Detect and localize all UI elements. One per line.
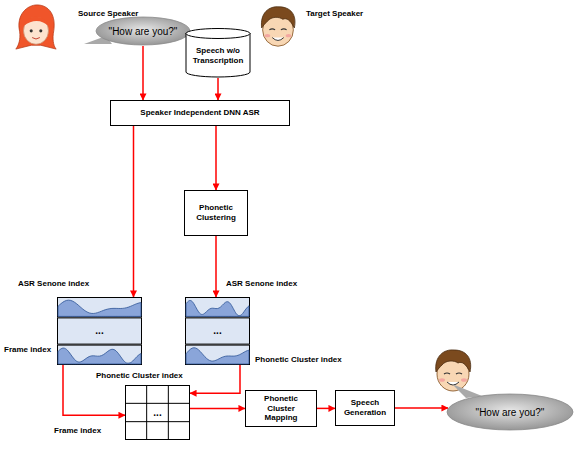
text-wrap: "How are you?" [109, 26, 178, 37]
process-box: Phonetic Cluster Mapping [245, 390, 317, 427]
posterior-curve [186, 348, 249, 364]
axis-label: Frame index [54, 427, 101, 436]
node-text: Phonetic Clustering [189, 203, 243, 222]
flow-arrow [190, 365, 240, 393]
flow-arrow [217, 78, 219, 100]
axis-label: ASR Senone index [226, 280, 297, 289]
cylinder-body [186, 33, 250, 77]
text-wrap: ... [153, 408, 161, 418]
node-text: ... [153, 408, 161, 418]
node-text: Speech Generation [340, 398, 390, 417]
speech-bubble: "How are you?" [446, 393, 574, 431]
bubble-shape [447, 394, 573, 430]
text-wrap: Speech Generation [340, 398, 390, 417]
node-text: ... [213, 326, 221, 336]
process-box: Speaker Independent DNN ASR [110, 100, 290, 126]
database-cylinder: Speech w/o Transcription [185, 28, 251, 78]
bubble-tail [452, 384, 482, 398]
node-text: Phonetic Cluster Mapping [250, 394, 312, 423]
axis-label: Target Speaker [306, 10, 363, 19]
node-text: Speech w/o Transcription [189, 46, 247, 65]
frame-panel [186, 298, 250, 317]
text-wrap: ... [95, 326, 103, 336]
feature-stack: ... [57, 297, 142, 365]
text-wrap: Speaker Independent DNN ASR [140, 108, 259, 118]
axis-label: Frame index [4, 346, 51, 355]
flow-arrow [190, 408, 245, 410]
frame-panel [186, 345, 250, 364]
source-speaker-icon [16, 5, 56, 49]
text-wrap: Speech w/o Transcription [189, 46, 247, 65]
grid-line [125, 403, 190, 404]
process-box: Phonetic Clustering [184, 190, 248, 236]
flow-arrow [142, 46, 144, 100]
text-wrap: "How are you?" [476, 407, 545, 418]
target-speaker-icon [261, 7, 295, 46]
text-wrap: ... [213, 326, 221, 336]
grid-frame [126, 386, 190, 440]
flow-arrow [215, 236, 217, 297]
flow-arrow [317, 408, 335, 410]
posterior-curve [58, 348, 141, 364]
text-wrap: Phonetic Clustering [189, 203, 243, 222]
cylinder-top [186, 29, 250, 39]
node-text: "How are you?" [476, 407, 545, 418]
node-text: ... [95, 326, 103, 336]
process-box: Speech Generation [335, 390, 395, 426]
axis-label: Phonetic Cluster index [255, 356, 342, 365]
axis-label: ASR Senone index [18, 280, 89, 289]
flow-arrow [395, 407, 448, 409]
bubble-shape [96, 17, 190, 45]
frame-panel [58, 298, 142, 317]
axis-label: Phonetic Cluster index [96, 372, 183, 381]
grid-line [168, 385, 169, 440]
node-text: Speaker Independent DNN ASR [140, 108, 259, 118]
feature-stack: ... [185, 297, 250, 365]
node-text: "How are you?" [109, 26, 178, 37]
frame-panel [186, 318, 250, 344]
frame-panel [58, 318, 142, 344]
axis-label: Source Speaker [78, 10, 138, 19]
text-wrap: Phonetic Cluster Mapping [250, 394, 312, 423]
posterior-curve [58, 300, 141, 316]
posterior-curve [186, 300, 249, 316]
grid-line [146, 385, 147, 440]
flow-arrow [133, 126, 135, 297]
flow-arrow [215, 126, 217, 190]
frame-panel [58, 345, 142, 364]
speech-bubble: "How are you?" [95, 16, 191, 46]
grid-line [125, 421, 190, 422]
mapping-grid: ... [125, 385, 190, 440]
